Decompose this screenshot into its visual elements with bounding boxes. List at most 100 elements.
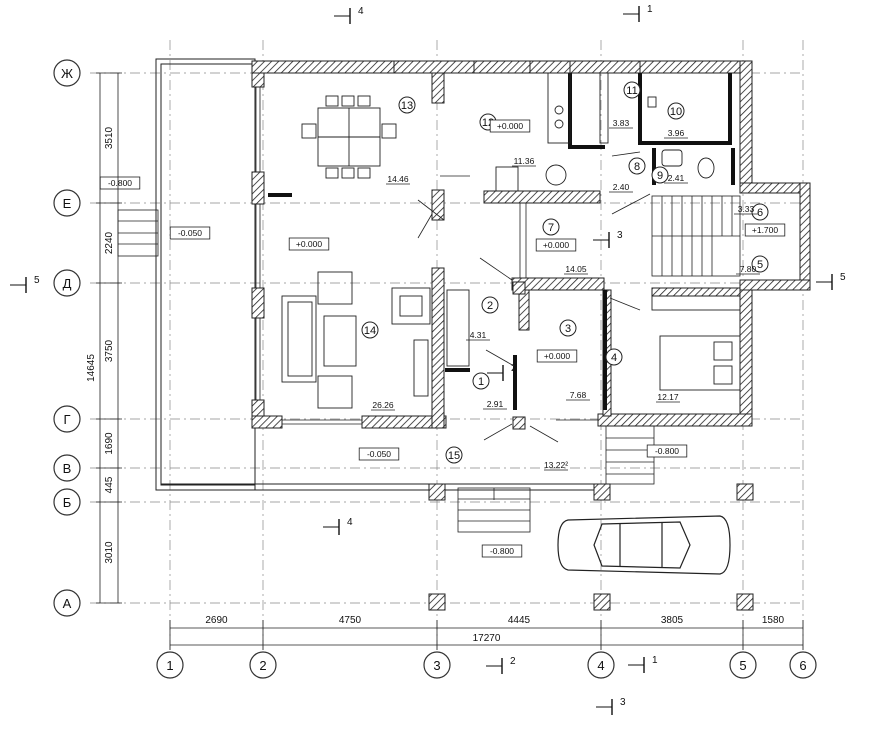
columns — [428, 281, 754, 611]
section-mark-2: 2 — [511, 363, 517, 374]
axis-bubble-5 — [729, 651, 757, 679]
section-mark-1: 1 — [647, 4, 653, 15]
room-bubble-3 — [559, 319, 577, 337]
level-mark: -0.800 — [108, 178, 132, 188]
room-number-14: 14 — [364, 325, 376, 337]
level-mark: -0.800 — [655, 446, 679, 456]
axis-bubble-Ж — [53, 59, 81, 87]
level-box — [358, 447, 400, 461]
dim-left-total: 14645 — [86, 354, 97, 382]
room-area: 7.68 — [570, 390, 587, 400]
dim-left-5: 3010 — [104, 541, 115, 564]
dim-bottom-3: 3805 — [661, 615, 684, 626]
level-mark: -0.800 — [490, 546, 514, 556]
section-mark-4: 4 — [358, 6, 364, 17]
axis-bubble-Б — [53, 488, 81, 516]
walls — [251, 60, 811, 429]
level-mark: +0.000 — [497, 121, 524, 131]
level-mark: -0.050 — [178, 228, 202, 238]
section-mark-3: 3 — [617, 230, 623, 241]
room-bubble-5 — [751, 255, 769, 273]
level-box — [744, 223, 786, 237]
axis-label-Г: Г — [63, 412, 70, 427]
dim-left-1: 2240 — [104, 231, 115, 254]
axis-bubble-А — [53, 589, 81, 617]
room-number-6: 6 — [757, 207, 763, 219]
car-outline — [557, 515, 731, 575]
room-area: 11.36 — [514, 156, 535, 166]
dim-bottom-1: 4750 — [339, 615, 362, 626]
room-area: 3.96 — [668, 128, 685, 138]
room-bubble-11 — [623, 81, 641, 99]
level-box — [288, 237, 330, 251]
axis-label-4: 4 — [597, 658, 604, 673]
axis-label-2: 2 — [259, 658, 266, 673]
room-area: 3.33 — [738, 204, 755, 214]
furniture — [281, 72, 741, 409]
dim-bottom-total: 17270 — [473, 633, 501, 644]
room-area: 7.80 — [740, 264, 757, 274]
axis-label-А: А — [63, 596, 72, 611]
axis-label-6: 6 — [799, 658, 806, 673]
level-mark: +0.000 — [543, 240, 570, 250]
section-mark-1: 1 — [652, 655, 658, 666]
room-number-15: 15 — [448, 450, 460, 462]
axis-bubble-4 — [587, 651, 615, 679]
section-mark-3: 3 — [620, 697, 626, 708]
dim-bottom-0: 2690 — [205, 615, 228, 626]
level-box — [536, 349, 578, 363]
room-bubble-13 — [398, 96, 416, 114]
room-bubble-10 — [667, 102, 685, 120]
section-mark-5: 5 — [840, 272, 846, 283]
room-number-4: 4 — [611, 352, 617, 364]
room-area: 14.05 — [565, 264, 587, 274]
level-mark: +0.000 — [296, 239, 323, 249]
axis-label-В: В — [63, 461, 72, 476]
room-area: 2.40 — [613, 182, 630, 192]
room-number-3: 3 — [565, 323, 571, 335]
stairs-entrance — [457, 487, 531, 533]
room-number-2: 2 — [487, 300, 493, 312]
room-area: 12.17 — [657, 392, 679, 402]
room-area: 3.83 — [613, 118, 630, 128]
axis-bubble-Е — [53, 189, 81, 217]
axis-bubble-6 — [789, 651, 817, 679]
axis-label-3: 3 — [433, 658, 440, 673]
level-box — [535, 238, 577, 252]
room-number-10: 10 — [670, 106, 682, 118]
section-mark-4: 4 — [347, 517, 353, 528]
room-area: 14.46 — [387, 174, 409, 184]
dim-left-4: 445 — [104, 476, 115, 493]
dim-left-0: 3510 — [104, 126, 115, 149]
terrace-outline — [155, 58, 256, 491]
level-mark: -0.050 — [367, 449, 391, 459]
room-area: 26.26 — [372, 400, 394, 410]
room-bubble-1 — [472, 372, 490, 390]
partitions — [268, 73, 735, 410]
room-number-7: 7 — [548, 222, 554, 234]
room-area: 2.41 — [668, 173, 685, 183]
axis-bubble-Г — [53, 405, 81, 433]
axis-bubble-1 — [156, 651, 184, 679]
axis-label-5: 5 — [739, 658, 746, 673]
room-number-1: 1 — [478, 376, 484, 388]
axis-label-Д: Д — [63, 276, 72, 291]
axis-label-Ж: Ж — [61, 66, 73, 81]
dim-bottom-2: 4445 — [508, 615, 531, 626]
axis-label-1: 1 — [166, 658, 173, 673]
room-bubble-9 — [651, 166, 669, 184]
level-box — [489, 119, 531, 133]
room-bubble-8 — [628, 157, 646, 175]
room-number-11: 11 — [626, 85, 637, 97]
stairs-right-entrance — [605, 425, 655, 485]
section-mark-2: 2 — [510, 656, 516, 667]
windows — [255, 87, 598, 425]
door-swings — [417, 151, 651, 443]
room-areas: 14.46 11.36 3.83 3.96 2.40 2.41 3.33 7.80 14.05 4… — [371, 118, 760, 471]
stairs-left — [117, 209, 159, 257]
